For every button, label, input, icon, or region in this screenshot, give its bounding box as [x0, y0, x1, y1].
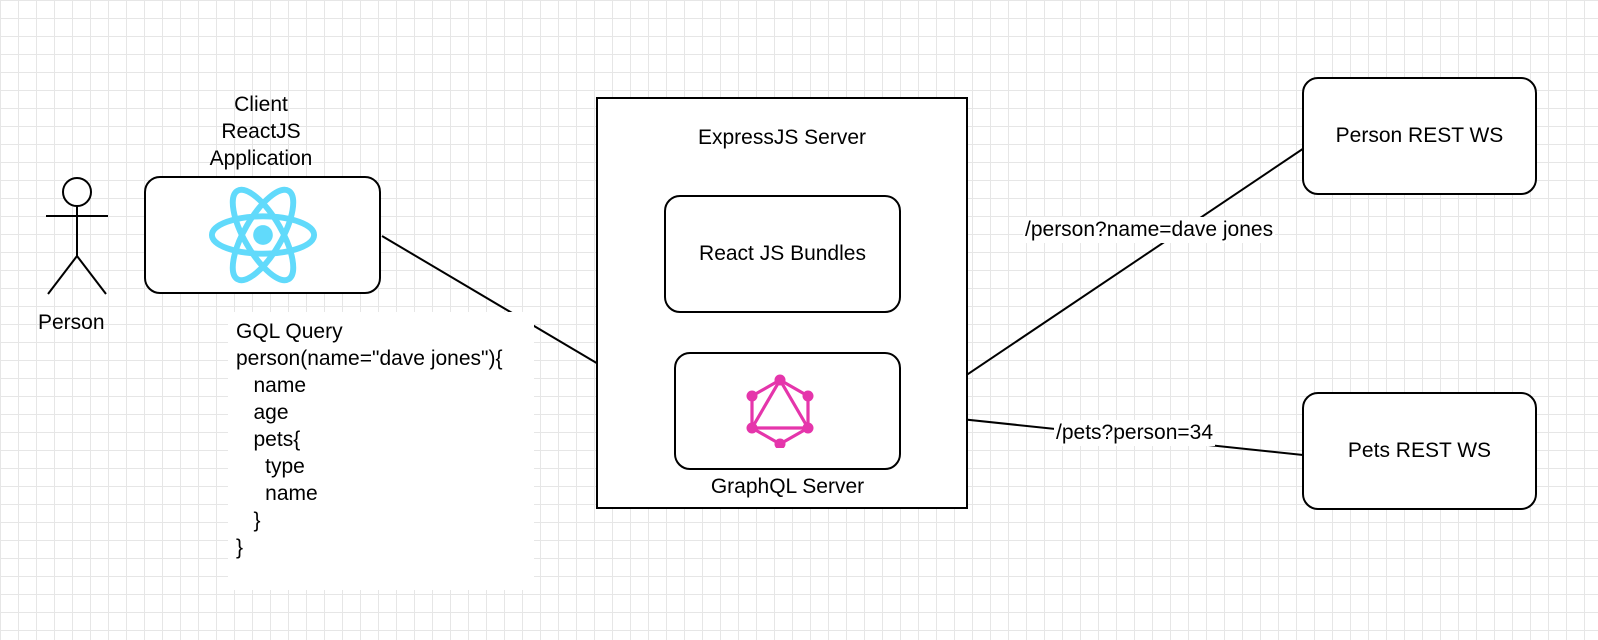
person-actor-label: Person: [38, 311, 105, 334]
query-line: person(name="dave jones"){: [236, 347, 503, 370]
query-line: name: [236, 482, 318, 505]
client-title-line: ReactJS: [221, 120, 301, 143]
stick-figure-icon: [46, 177, 108, 295]
person-rest-ws-label: Person REST WS: [1335, 124, 1504, 147]
pets-rest-ws-box[interactable]: Pets REST WS: [1302, 392, 1537, 510]
person-rest-ws-box[interactable]: Person REST WS: [1302, 77, 1537, 195]
query-line: }: [236, 536, 244, 559]
react-bundles-label: React JS Bundles: [699, 242, 866, 265]
query-line: }: [236, 509, 261, 532]
person-request-label: /person?name=dave jones: [1023, 217, 1276, 243]
gql-query-panel: GQL Query person(name="dave jones"){ nam…: [228, 312, 534, 590]
client-title-line: Application: [209, 147, 313, 170]
query-line: type: [236, 455, 305, 478]
pets-request-label: /pets?person=34: [1054, 420, 1216, 446]
query-line: name: [236, 374, 307, 397]
client-app-box[interactable]: [144, 176, 381, 294]
query-line: pets{: [236, 428, 301, 451]
query-line: age: [236, 401, 289, 424]
react-bundles-box[interactable]: React JS Bundles: [664, 195, 901, 313]
graphql-server-label: GraphQL Server: [710, 475, 865, 498]
graphql-server-box[interactable]: [674, 352, 901, 470]
expressjs-server-title: ExpressJS Server: [697, 126, 867, 149]
pets-rest-ws-label: Pets REST WS: [1347, 439, 1492, 462]
graphql-to-person-ws-arrow: [912, 135, 1323, 412]
react-logo-icon: [208, 186, 318, 284]
graphql-logo-icon: [746, 374, 814, 448]
client-title-line: Client: [234, 93, 288, 116]
client-title: Client ReactJS Application: [195, 91, 327, 172]
query-line: GQL Query: [236, 320, 343, 343]
